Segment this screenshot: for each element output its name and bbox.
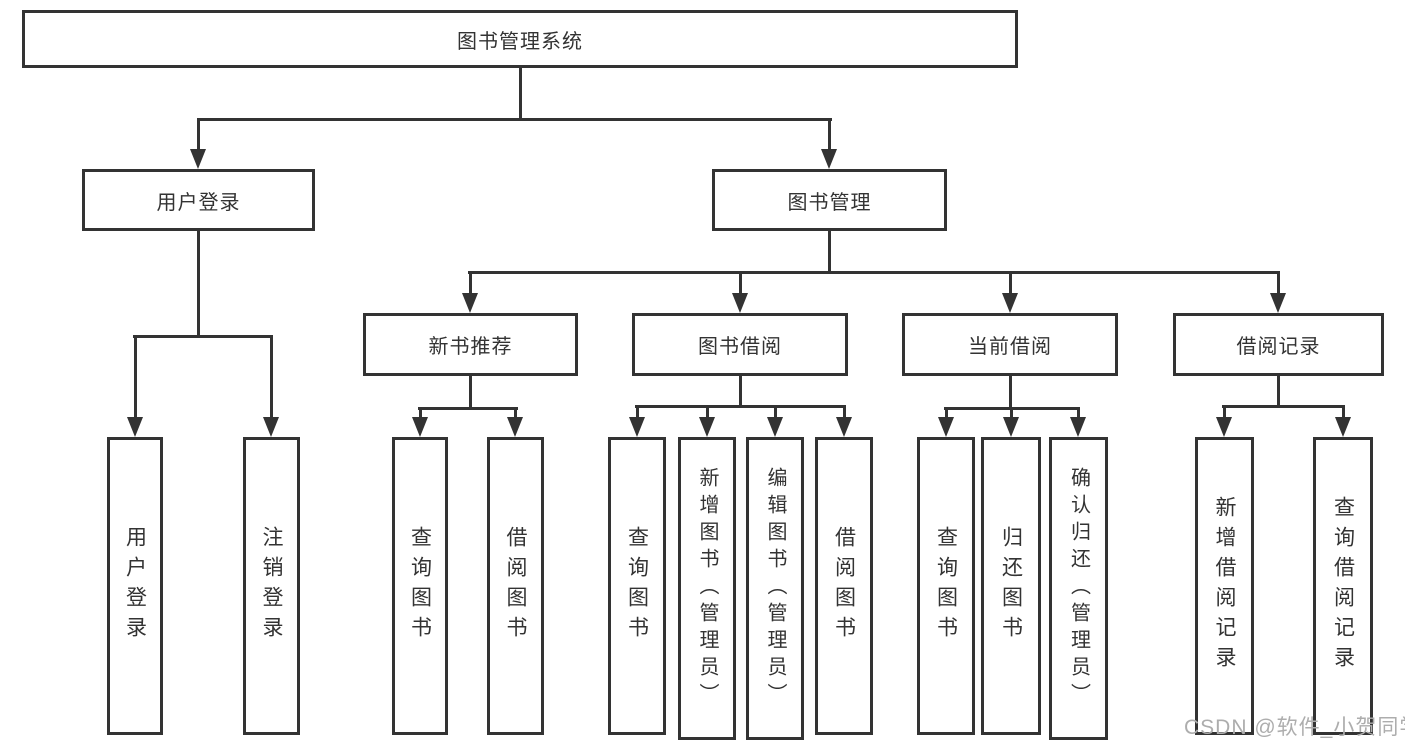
node-book-mgmt: 图书管理 [712,169,947,231]
connector-query-borrow-record-drop [1342,405,1345,419]
node-current-borrow-label: 当前借阅 [968,336,1052,358]
node-logout-leaf-label: 注销登录 [260,526,283,646]
node-add-books-admin-label: 新增图书（管理员） [696,467,718,710]
connector-borrow-record-hline [1222,405,1345,408]
arrowhead-logout-leaf [263,417,279,437]
node-add-books-admin: 新增图书（管理员） [678,437,736,740]
node-return-books: 归还图书 [981,437,1041,735]
arrowhead-book-mgmt [821,149,837,169]
node-book-borrow-label: 图书借阅 [698,336,782,358]
node-borrow-books-rec-label: 借阅图书 [504,526,527,646]
connector-book-borrow-stem [739,376,742,407]
arrowhead-borrow-record [1270,293,1286,313]
node-user-login-leaf: 用户登录 [107,437,163,735]
node-new-book-rec: 新书推荐 [363,313,578,376]
node-current-borrow: 当前借阅 [902,313,1118,376]
connector-edit-books-drop [774,405,777,419]
connector-return-books-drop [1010,407,1013,419]
node-return-books-label: 归还图书 [999,526,1023,646]
arrowhead-return-books [1003,417,1019,437]
node-user-login-label: 用户登录 [156,191,241,214]
node-logout-leaf: 注销登录 [243,437,300,735]
csdn-watermark: CSDN @软件_小贺同学 [1184,716,1405,739]
connector-user-login-stem [197,231,200,337]
connector-query-books-current-drop [945,407,948,419]
connector-book-mgmt-stem [828,231,831,273]
connector-book-borrow-hline [635,405,846,408]
connector-book-mgmt-hline [468,271,1280,274]
node-query-books-borrow: 查询图书 [608,437,666,735]
node-borrow-books-leaf: 借阅图书 [815,437,873,735]
node-query-books-rec: 查询图书 [392,437,448,735]
connector-new-book-rec-hline [418,407,518,410]
node-borrow-books-leaf-label: 借阅图书 [832,526,856,646]
arrowhead-query-borrow-record [1335,417,1351,437]
node-borrow-books-rec: 借阅图书 [487,437,544,735]
connector-book-borrow-drop [739,271,742,295]
node-query-borrow-record-label: 查询借阅记录 [1331,496,1355,676]
arrowhead-borrow-books-rec [507,417,523,437]
node-query-borrow-record: 查询借阅记录 [1313,437,1373,735]
arrowhead-edit-books [767,417,783,437]
arrowhead-add-books [699,417,715,437]
arrowhead-query-books-borrow [629,417,645,437]
node-query-books-current: 查询图书 [917,437,975,735]
connector-new-book-rec-stem [469,376,472,409]
node-confirm-return-admin: 确认归还（管理员） [1049,437,1108,740]
node-user-login-leaf-label: 用户登录 [123,526,147,646]
node-confirm-return-admin-label: 确认归还（管理员） [1067,467,1090,710]
connector-logout-leaf-drop [270,335,273,419]
arrowhead-user-login [190,149,206,169]
node-root-label: 图书管理系统 [457,30,583,53]
connector-root-stem [519,68,522,120]
arrowhead-user-login-leaf [127,417,143,437]
connector-borrow-books-leaf-drop [843,405,846,419]
arrowhead-confirm-return [1070,417,1086,437]
node-query-books-rec-label: 查询图书 [408,526,432,646]
node-borrow-record: 借阅记录 [1173,313,1384,376]
node-user-login: 用户登录 [82,169,315,231]
node-edit-books-admin: 编辑图书（管理员） [746,437,804,740]
node-edit-books-admin-label: 编辑图书（管理员） [764,467,786,710]
connector-current-borrow-drop [1009,271,1012,295]
node-add-borrow-record-label: 新增借阅记录 [1213,496,1236,676]
connector-root-hline [197,118,832,121]
connector-current-borrow-stem [1009,376,1012,409]
node-book-mgmt-label: 图书管理 [787,191,872,214]
connector-add-borrow-record-drop [1223,405,1226,419]
connector-user-login-drop [197,118,200,151]
connector-borrow-books-rec-drop [514,407,517,419]
node-new-book-rec-label: 新书推荐 [428,336,513,358]
node-query-books-borrow-label: 查询图书 [625,526,649,646]
connector-borrow-record-stem [1277,376,1280,407]
connector-confirm-return-drop [1077,407,1080,419]
connector-user-login-leaf-drop [134,335,137,419]
connector-query-books-borrow-drop [636,405,639,419]
node-borrow-record-label: 借阅记录 [1236,336,1321,358]
arrowhead-borrow-books-leaf [836,417,852,437]
connector-user-login-hline [133,335,273,338]
arrowhead-book-borrow [732,293,748,313]
connector-book-mgmt-drop [828,118,831,151]
arrowhead-query-books-current [938,417,954,437]
node-add-borrow-record: 新增借阅记录 [1195,437,1254,735]
node-query-books-current-label: 查询图书 [934,526,958,646]
arrowhead-add-borrow-record [1216,417,1232,437]
arrowhead-query-books-rec [412,417,428,437]
connector-new-book-rec-drop [469,271,472,295]
node-book-borrow: 图书借阅 [632,313,848,376]
arrowhead-new-book-rec [462,293,478,313]
connector-add-books-drop [706,405,709,419]
arrowhead-current-borrow [1002,293,1018,313]
connector-query-books-rec-drop [419,407,422,419]
node-root: 图书管理系统 [22,10,1018,68]
connector-borrow-record-drop [1277,271,1280,295]
